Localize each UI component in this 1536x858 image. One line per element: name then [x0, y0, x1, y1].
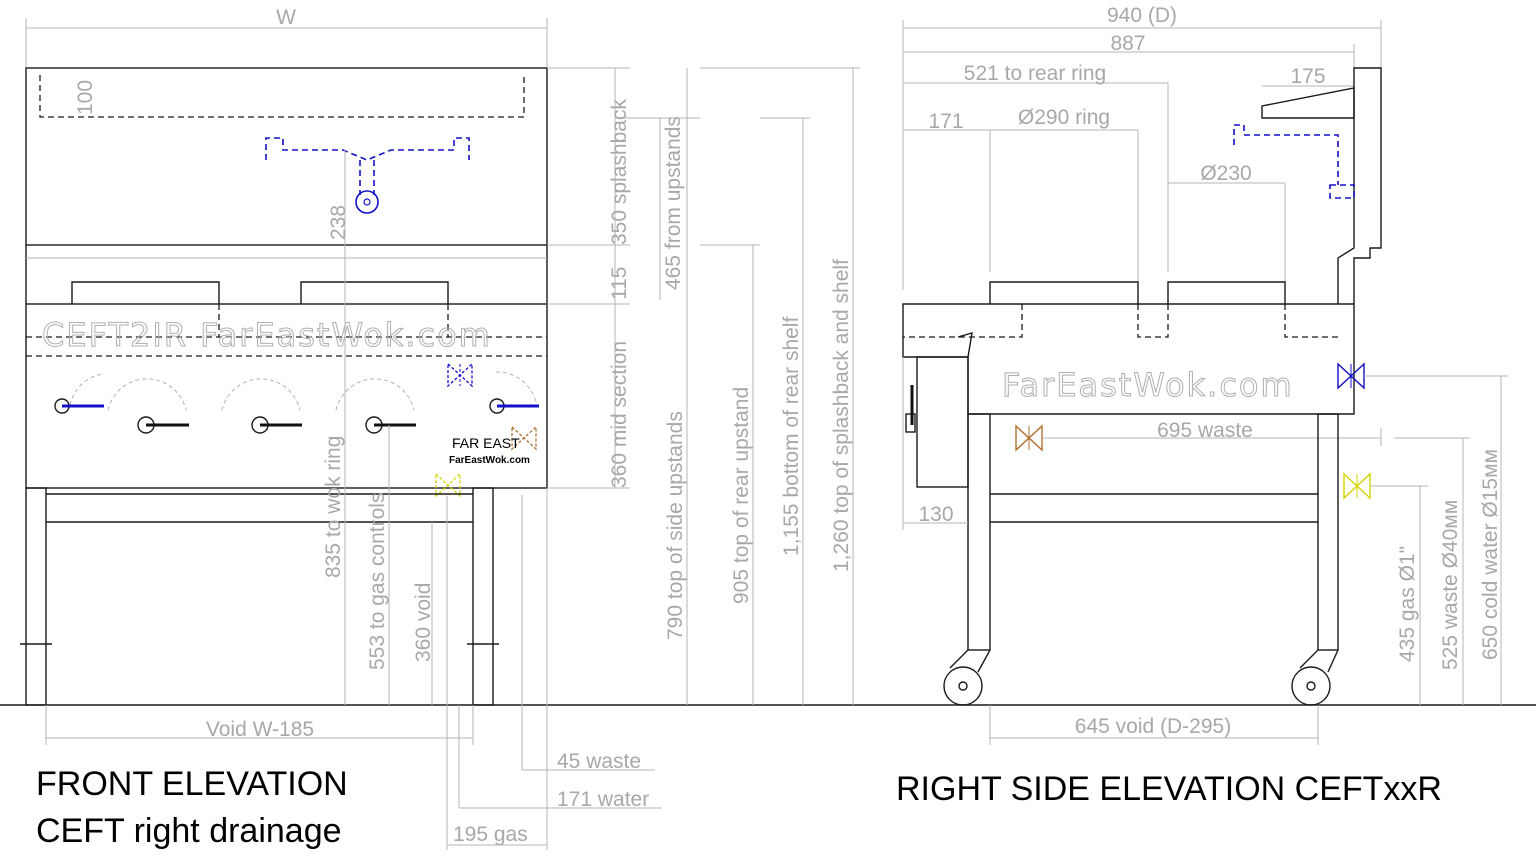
gas-knob — [69, 371, 537, 411]
side-watermark: FarEastWok.com — [1002, 366, 1294, 404]
dim-gas-435: 435 gas Ø1" — [1396, 546, 1419, 662]
dim-ring-230: Ø230 — [1200, 162, 1251, 185]
dim-void: 360 void — [412, 583, 435, 662]
dim-rear-upstand: 905 top of rear upstand — [730, 387, 753, 604]
side-elevation: 940 (D) 887 521 to rear ring 175 171 Ø29… — [896, 4, 1508, 808]
dim-water: 171 water — [557, 788, 649, 811]
dim-171: 171 — [928, 110, 963, 133]
dim-waste: 45 waste — [557, 750, 641, 773]
dim-waste-525: 525 waste Ø40мм — [1439, 500, 1462, 670]
dim-238: 238 — [327, 205, 350, 240]
dim-gas: 195 gas — [453, 823, 528, 846]
front-elevation: W 100 238 CEFT2IR FarEastWok.com — [20, 6, 860, 850]
brand-label: FAR EAST — [452, 435, 520, 451]
front-watermark: CEFT2IR FarEastWok.com — [42, 316, 492, 354]
dim-void-w: Void W-185 — [206, 718, 314, 741]
dim-void-645: 645 void (D-295) — [1075, 715, 1231, 738]
dim-gas-controls: 553 to gas controls — [366, 493, 389, 670]
dim-depth: 940 (D) — [1107, 4, 1177, 27]
dim-ring-290: Ø290 ring — [1018, 106, 1110, 129]
dim-splash-shelf: 1,260 top of splashback and shelf — [830, 259, 853, 572]
dim-width: W — [276, 6, 296, 29]
front-title-line2: CEFT right drainage — [36, 812, 342, 850]
dim-side-upstands: 790 top of side upstands — [664, 411, 687, 640]
dim-130: 130 — [918, 503, 953, 526]
brand-url: FarEastWok.com — [449, 455, 530, 466]
dim-115: 115 — [608, 267, 631, 300]
dim-from-upstands: 465 from upstands — [662, 116, 685, 290]
side-title: RIGHT SIDE ELEVATION CEFTxxR — [896, 770, 1442, 808]
dim-mid-section: 360 mid section — [608, 341, 631, 488]
dim-rear-shelf: 1,155 bottom of rear shelf — [780, 317, 803, 556]
dim-175: 175 — [1290, 65, 1325, 88]
dim-splashback: 350 splashback — [608, 99, 631, 245]
dim-wok-ring: 835 to wok ring — [322, 436, 345, 578]
dim-100: 100 — [74, 80, 97, 115]
dim-waste-695: 695 waste — [1157, 419, 1253, 442]
dim-rear-ring: 521 to rear ring — [964, 62, 1106, 85]
front-title-line1: FRONT ELEVATION — [36, 765, 348, 803]
dim-887: 887 — [1110, 32, 1145, 55]
dim-water-650: 650 cold water Ø15мм — [1479, 449, 1502, 660]
